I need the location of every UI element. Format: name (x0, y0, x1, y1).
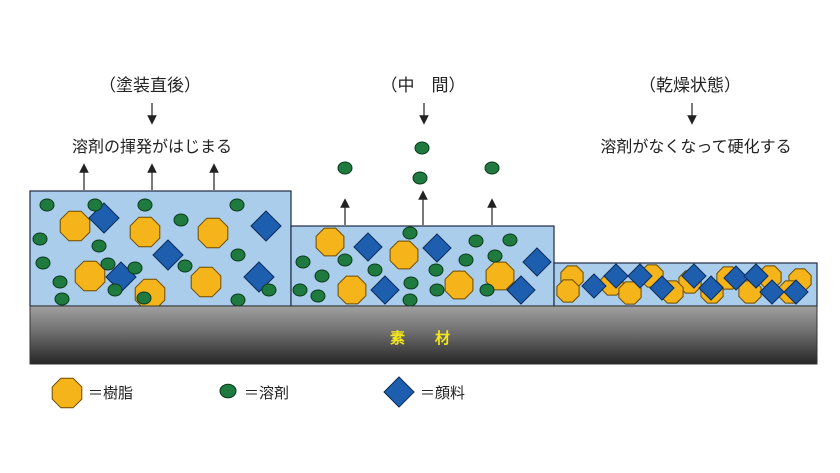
solvent-particle (402, 226, 418, 240)
stage-3-title: （乾燥状態） (639, 76, 741, 96)
pigment-particle (422, 233, 452, 263)
legend-pigment-diamond-icon (383, 376, 415, 408)
legend-solvent-circle-icon (219, 383, 237, 399)
solvent-particle (310, 289, 326, 303)
solvent-particle (91, 239, 107, 253)
solvent-particle (52, 275, 68, 289)
solvent-particle (487, 249, 503, 263)
resin-particle (389, 240, 419, 270)
solvent-particle (35, 256, 51, 270)
resin-particle (59, 210, 91, 242)
solvent-particle (39, 198, 55, 212)
pigment-particle (152, 239, 184, 271)
stage-1-title: （塗装直後） (99, 75, 201, 96)
resin-particle (51, 377, 83, 409)
solvent-particle (502, 233, 518, 247)
resin-particle (197, 217, 229, 249)
pigment-particle (783, 279, 809, 305)
resin-particle (190, 266, 222, 298)
solvent-particle (230, 293, 246, 307)
pigment-particle (759, 279, 785, 305)
pigment-particle (649, 275, 675, 301)
resin-particle (337, 275, 367, 305)
solvent-particle (428, 263, 444, 277)
pigment-particle (383, 376, 415, 408)
evaporation-arrows (79, 163, 497, 225)
solvent-particle (479, 283, 495, 297)
resin-particle (315, 227, 345, 257)
resin-particle (556, 279, 580, 303)
pigment-particle (627, 263, 653, 289)
solvent-particle (429, 283, 445, 297)
solvent-particle (367, 263, 383, 277)
solvent-particle (468, 234, 484, 248)
solvent-particle (127, 261, 143, 275)
solvent-particle (137, 198, 153, 212)
pigment-particle (723, 265, 749, 291)
pigment-particle (681, 263, 707, 289)
legend-pigment-label: ＝顔料 (420, 384, 465, 402)
solvent-particle (229, 198, 245, 212)
solvent-particle (136, 291, 152, 305)
solvent-particle (261, 283, 277, 297)
solvent-particle (177, 259, 193, 273)
resin-particle (129, 216, 161, 248)
solvent-particle (230, 248, 246, 262)
legend: ＝樹脂 ＝溶剤 ＝顔料 (51, 376, 465, 409)
solvent-particle (32, 232, 48, 246)
stage-2-title: （中 間） (381, 76, 466, 96)
solvent-particle (337, 161, 353, 175)
pigment-particle (250, 210, 282, 242)
solvent-particles (32, 141, 518, 307)
solvent-particle (412, 171, 428, 185)
solvent-particle (402, 293, 418, 307)
solvent-particle (337, 253, 353, 267)
pigment-particle (743, 263, 769, 289)
resin-particle (485, 261, 515, 291)
pigment-particle (353, 232, 383, 262)
pigment-particle (581, 273, 607, 299)
solvent-particle (403, 276, 419, 290)
solvent-particle (458, 253, 474, 267)
solvent-particle (414, 141, 430, 155)
solvent-particle (292, 283, 308, 297)
pigment-particle (506, 275, 536, 305)
pigment-particle (370, 275, 400, 305)
stage-3-description: 溶剤がなくなって硬化する (600, 137, 791, 156)
solvent-particle (54, 292, 70, 306)
title-arrows (147, 103, 697, 125)
solvent-particle (295, 255, 311, 269)
solvent-particle (314, 269, 330, 283)
solvent-particle (100, 257, 116, 271)
substrate-label: 素 材 (390, 329, 450, 347)
solvent-particle (107, 283, 123, 297)
resin-particle (444, 270, 474, 300)
pigment-particle (698, 275, 724, 301)
legend-resin-label: ＝樹脂 (88, 384, 133, 402)
substrate (29, 305, 818, 365)
solvent-particle (87, 198, 103, 212)
pigment-particle (522, 247, 552, 277)
solvent-particle (219, 383, 237, 399)
resin-particle (74, 260, 106, 292)
legend-resin-octagon-icon (51, 377, 83, 409)
legend-solvent-label: ＝溶剤 (244, 384, 289, 402)
pigment-particle (603, 263, 629, 289)
solvent-particle (484, 161, 500, 175)
stage-1-description: 溶剤の揮発がはじまる (72, 137, 232, 156)
solvent-particle (173, 213, 189, 227)
